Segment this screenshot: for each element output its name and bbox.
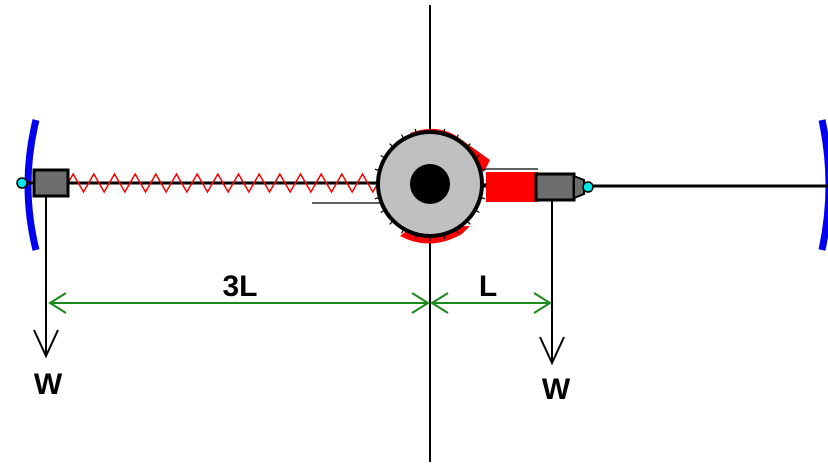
hub-tick — [389, 143, 396, 150]
hub-tick — [464, 218, 471, 225]
right-weight-cap — [573, 174, 585, 200]
hub-tick — [414, 232, 418, 240]
left-weight-arrow-icon — [33, 196, 59, 359]
hub-tick — [473, 154, 480, 160]
hub-tick — [400, 227, 406, 234]
hub-tick — [473, 208, 480, 214]
pivot-hub — [373, 127, 490, 244]
label-left-W: W — [34, 368, 63, 401]
right-weight-block — [534, 172, 576, 202]
hub-tick — [380, 208, 387, 214]
hub-tick — [454, 227, 460, 234]
left-end-stop-icon — [24, 119, 40, 251]
hub-tick — [374, 168, 382, 172]
dimension-arrow-L-icon — [430, 292, 552, 314]
hub-tick — [442, 128, 446, 136]
label-right-W: W — [542, 373, 571, 406]
hub-tick — [380, 154, 387, 160]
spring — [67, 172, 379, 194]
hub-tick — [454, 134, 460, 141]
left-weight-block — [32, 168, 70, 198]
hub-tick — [464, 143, 471, 150]
hub-tick — [478, 168, 486, 172]
left-pin-icon — [16, 177, 28, 189]
label-3L: 3L — [222, 270, 257, 303]
hub-center — [410, 164, 450, 204]
right-pin-icon — [582, 181, 594, 193]
right-weight-arrow-icon — [539, 200, 565, 366]
right-red-sleeve — [486, 172, 538, 202]
hub-tick — [400, 134, 406, 141]
hub-tick — [414, 128, 418, 136]
hub-tick — [442, 232, 446, 240]
hub-tick — [374, 196, 382, 200]
right-end-stop-icon — [818, 119, 828, 251]
hub-tick — [389, 218, 396, 225]
hub-ticks — [373, 127, 487, 241]
hub-tick — [478, 196, 486, 200]
label-L: L — [479, 270, 497, 303]
dimension-arrow-3L-icon — [48, 292, 430, 314]
